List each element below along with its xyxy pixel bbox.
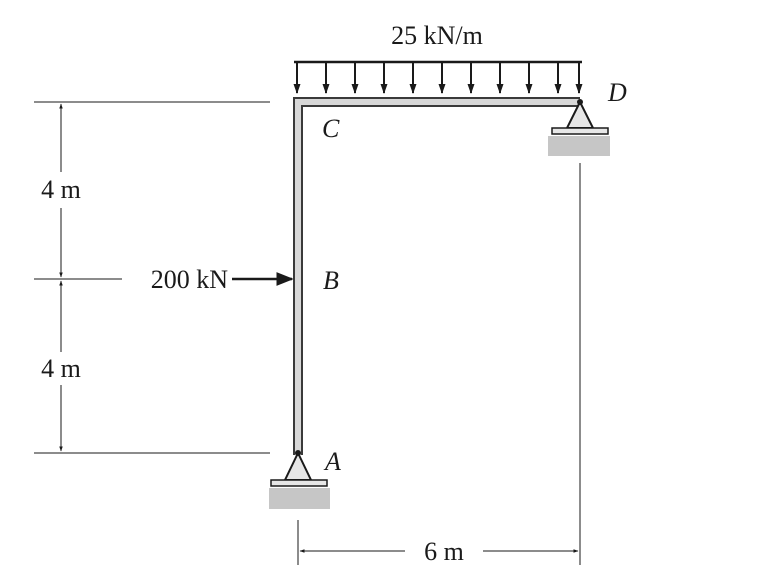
- vertical-dimensions: [34, 101, 270, 454]
- point-label-d: D: [607, 78, 627, 107]
- distributed-load: 25 kN/m: [293, 21, 583, 94]
- support-a-pin: [295, 450, 301, 456]
- point-label-a: A: [323, 447, 341, 476]
- support-d-pin: [577, 99, 583, 105]
- support-d-ground: [548, 136, 610, 156]
- dimension-label-lower: 4 m: [41, 354, 81, 383]
- support-d-baseplate: [551, 127, 609, 135]
- point-label-c: C: [322, 114, 340, 143]
- support-a-ground: [269, 488, 330, 509]
- dimension-label-span: 6 m: [424, 537, 464, 566]
- point-load: 200 kN: [151, 265, 294, 294]
- frame-members: [293, 97, 580, 455]
- pin-support-d: [548, 99, 610, 156]
- point-label-b: B: [323, 266, 339, 295]
- dimension-label-upper: 4 m: [41, 175, 81, 204]
- point-load-label: 200 kN: [151, 265, 229, 294]
- member-fill: [295, 99, 580, 455]
- distributed-load-label: 25 kN/m: [391, 21, 483, 50]
- pin-support-a: [269, 450, 330, 509]
- horizontal-dimension: [297, 163, 581, 565]
- support-a-triangle: [283, 450, 313, 481]
- distributed-load-arrows: [293, 62, 583, 94]
- support-a-baseplate: [270, 479, 328, 487]
- member-column-ab-c: [293, 97, 580, 455]
